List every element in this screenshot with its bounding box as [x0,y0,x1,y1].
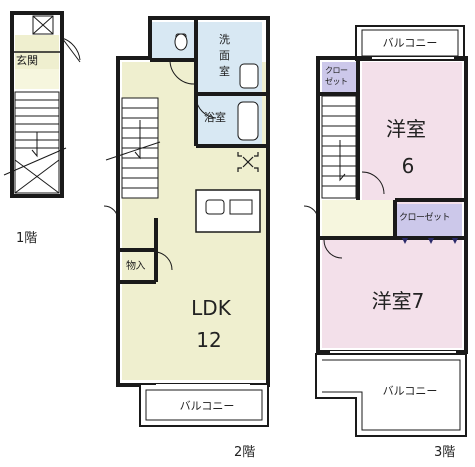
floor-3-hall-door-swing [303,205,319,221]
balcony-bottom-label: バルコニー [382,384,438,398]
bathroom-label: 浴室 [204,111,226,124]
floor-2 [103,16,270,427]
balcony-floor-2-label: バルコニー [179,399,235,413]
closet-small-label-1: クロー [325,66,348,75]
floor-1-outline [10,11,64,198]
room-6-door-swing [361,171,385,195]
room-7-area [322,240,462,348]
closet-mid-area [397,204,462,236]
toilet-icon [174,33,188,51]
ldk-size-label: 12 [196,328,222,352]
floor-3 [303,25,468,437]
toilet-area [152,22,196,60]
storage-area [122,252,154,282]
bathroom-door-swing [195,97,217,119]
closet-small-label-2: ゼット [325,77,348,86]
closet-mid-label: クローゼット [399,213,451,223]
balcony-bottom-inner [322,359,461,431]
washbasin-icon [239,63,259,89]
floor-1-label: 1階 [16,231,38,246]
balcony-floor-2-inner [145,389,263,421]
bathtub-icon [237,101,259,141]
stairs-floor-1 [3,91,67,194]
entrance-label: 玄関 [16,54,38,67]
closet-door-icons [402,238,458,244]
balcony-top-label: バルコニー [382,36,438,50]
floor-1 [3,11,81,198]
washroom-label-2: 面 [219,49,230,62]
room-7-door-swing [323,239,343,259]
storage-door-swing [155,251,173,271]
entrance-door-leaf [61,37,81,63]
washroom-label-3: 室 [219,65,230,78]
kitchen-stove-icon [229,199,253,215]
storage-label: 物入 [126,261,146,272]
fridge-space-icon [237,152,259,172]
room-6-size-label: 6 [401,154,415,178]
closet-small-area [322,62,358,92]
balcony-floor-2 [139,383,269,427]
room-6-label: 洋室 [386,117,426,141]
entrance-door-swing [61,37,81,61]
ldk-door-swing [103,205,119,221]
washroom-door-swing [169,59,195,85]
shoe-cabinet-icon [32,15,54,35]
floor-3-hall [322,200,396,236]
stairs-floor-2 [105,97,161,199]
washroom-label-1: 洗 [219,33,230,46]
ldk-label: LDK [191,296,231,320]
floor-3-label: 3階 [434,445,456,460]
floor-1-hall [15,69,59,89]
room-7-label: 洋室7 [371,289,425,313]
floor-2-label: 2階 [234,445,256,460]
stairs-floor-3 [321,95,357,199]
kitchen-sink-icon [205,199,225,215]
